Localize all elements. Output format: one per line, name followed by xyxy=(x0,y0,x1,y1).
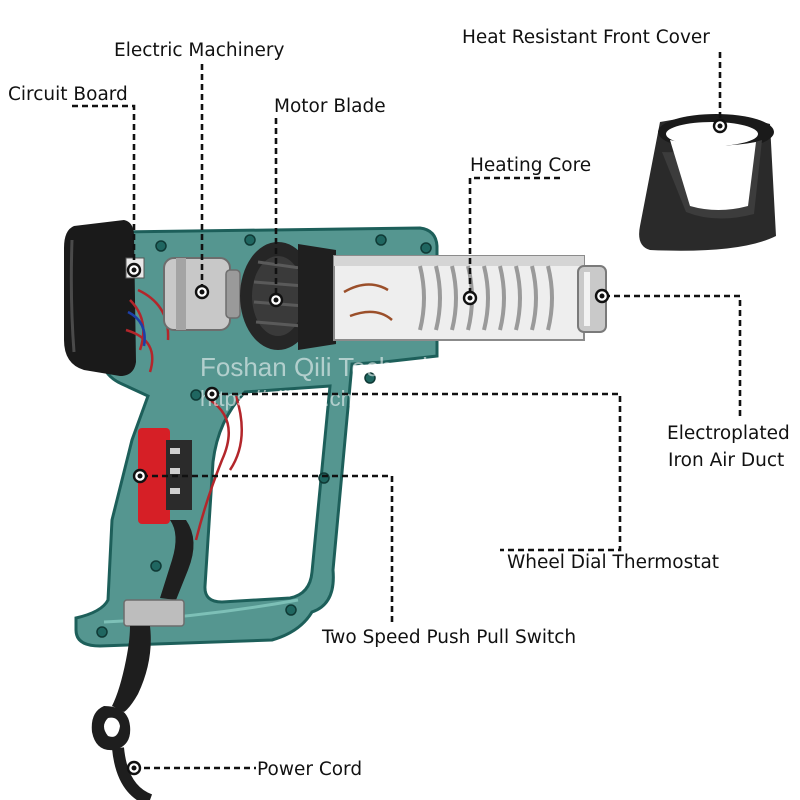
marker-electric-machinery xyxy=(194,284,210,300)
cord-loop xyxy=(91,706,131,751)
callout-markers xyxy=(126,118,728,776)
label-electric-machinery: Electric Machinery xyxy=(114,40,284,61)
leader-switch xyxy=(142,474,394,624)
heating-core-tube xyxy=(333,255,585,341)
screws xyxy=(96,234,432,638)
labels: Electric Machinery Circuit Board Motor B… xyxy=(8,27,790,780)
marker-switch xyxy=(132,468,148,484)
label-heat-resistant-front-cover: Heat Resistant Front Cover xyxy=(462,27,710,48)
leader-air-duct xyxy=(604,294,742,420)
heat-gun-illustration xyxy=(64,220,607,800)
marker-power-cord xyxy=(126,760,142,776)
wire-bundle-blue xyxy=(127,310,146,347)
label-circuit-board: Circuit Board xyxy=(8,84,128,105)
marker-circuit-board xyxy=(126,262,142,278)
rear-cap xyxy=(64,220,136,376)
fan-shroud xyxy=(298,244,336,350)
leader-heating-core xyxy=(468,176,560,296)
marker-motor-blade xyxy=(268,292,284,308)
cord-clamp xyxy=(123,599,185,627)
heating-core-wires xyxy=(343,283,393,321)
marker-heating-core xyxy=(462,290,478,306)
rear-cap-highlight xyxy=(69,239,76,353)
watermark-url: https://qili.en.china.cn/ xyxy=(200,386,419,411)
leader-circuit-board xyxy=(72,104,136,270)
marker-front-cover xyxy=(712,118,728,134)
label-wheel-dial-thermostat: Wheel Dial Thermostat xyxy=(507,552,719,573)
motor-band xyxy=(176,258,186,330)
handle-opening xyxy=(203,384,332,604)
power-cord-part xyxy=(112,747,153,800)
switch-terminals xyxy=(170,448,180,494)
marker-thermostat xyxy=(204,386,220,402)
marker-air-duct xyxy=(594,288,610,304)
thermostat-wheel xyxy=(160,520,194,600)
label-electroplated: Electroplated xyxy=(667,423,790,444)
chrome-nozzle-highlight xyxy=(584,272,590,326)
label-iron-air-duct: Iron Air Duct xyxy=(668,450,784,471)
wire-bundle xyxy=(125,288,170,373)
label-heating-core: Heating Core xyxy=(470,155,591,176)
heating-core-shade xyxy=(334,256,584,266)
label-power-cord: Power Cord xyxy=(257,759,362,780)
leader-lines xyxy=(72,52,742,770)
watermark-company: Foshan Qili Technology Co., Ltd xyxy=(200,352,568,382)
motor-endcap xyxy=(225,269,241,319)
strain-relief xyxy=(112,626,151,712)
fan-blades xyxy=(253,260,305,328)
handle-wires xyxy=(194,395,243,541)
label-two-speed-push-pull-switch: Two Speed Push Pull Switch xyxy=(321,627,576,648)
front-cover-part xyxy=(639,114,776,251)
leader-thermostat xyxy=(212,392,622,552)
label-motor-blade: Motor Blade xyxy=(274,96,386,117)
